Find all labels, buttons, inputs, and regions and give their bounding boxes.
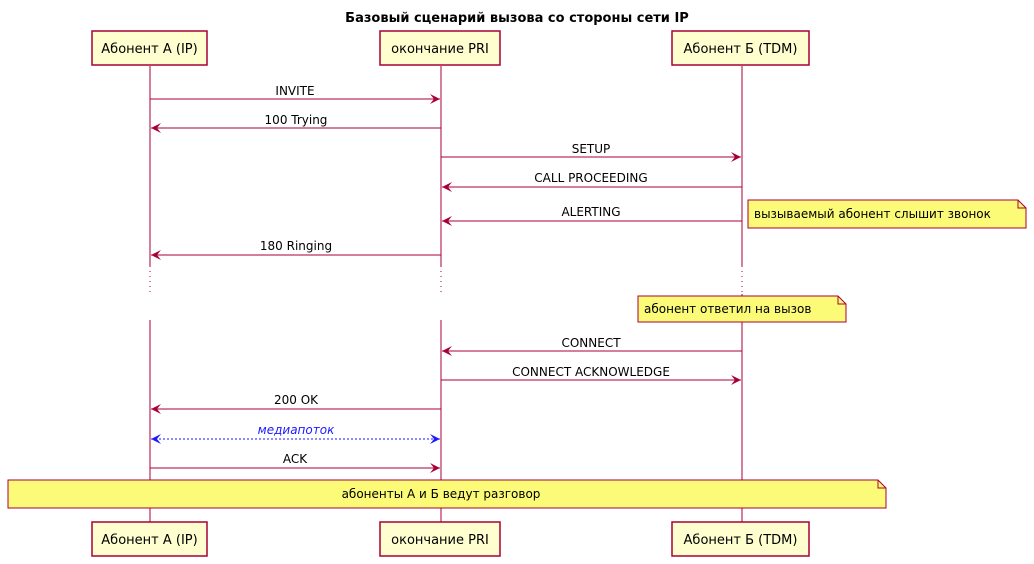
message-media-stream-label: медиапоток (258, 423, 335, 437)
message-100-trying-label: 100 Trying (265, 113, 328, 127)
message-100-trying: 100 Trying (151, 113, 441, 133)
message-connect-acknowledge: CONNECT ACKNOWLEDGE (441, 365, 741, 385)
message-200-ok-label: 200 OK (274, 393, 319, 407)
actor-a-bottom: Абонент А (IP) (91, 521, 208, 557)
message-connect-label: CONNECT (561, 336, 621, 350)
actor-a-top: Абонент А (IP) (91, 30, 208, 66)
message-invite: INVITE (150, 84, 440, 104)
actor-pri-bottom: окончание PRI (379, 521, 501, 557)
message-call-proceeding-label: CALL PROCEEDING (534, 171, 647, 185)
message-ack: ACK (150, 452, 440, 473)
note-callee-answered-label: абонент ответил на вызов (644, 302, 811, 316)
message-media-stream: медиапоток (151, 423, 440, 444)
diagram-title: Базовый сценарий вызова со стороны сети … (345, 11, 689, 26)
lifelines (149, 66, 743, 522)
actor-pri-bottom-label: окончание PRI (391, 533, 489, 548)
message-connect: CONNECT (442, 336, 742, 356)
actor-pri-top-label: окончание PRI (391, 42, 489, 57)
message-180-ringing-label: 180 Ringing (260, 239, 332, 253)
message-call-proceeding: CALL PROCEEDING (442, 171, 742, 192)
note-callee-hears-ring: вызываемый абонент слышит звонок (747, 199, 1027, 229)
message-200-ok: 200 OK (151, 393, 441, 414)
message-180-ringing: 180 Ringing (151, 239, 441, 260)
message-ack-label: ACK (283, 452, 308, 466)
actor-b-bottom: Абонент Б (TDM) (671, 521, 810, 557)
message-setup-label: SETUP (572, 142, 611, 156)
actor-a-top-label: Абонент А (IP) (101, 42, 197, 57)
message-connect-acknowledge-label: CONNECT ACKNOWLEDGE (512, 365, 670, 379)
actor-b-bottom-label: Абонент Б (TDM) (684, 533, 798, 548)
message-alerting: ALERTING (442, 205, 742, 226)
note-callee-answered: абонент ответил на вызов (637, 295, 847, 323)
note-conversation: абоненты А и Б ведут разговор (7, 479, 887, 509)
note-conversation-label: абоненты А и Б ведут разговор (342, 487, 541, 501)
actor-a-bottom-label: Абонент А (IP) (101, 533, 197, 548)
message-invite-label: INVITE (275, 84, 314, 98)
message-setup: SETUP (441, 142, 741, 162)
actor-pri-top: окончание PRI (379, 30, 501, 66)
note-callee-hears-ring-label: вызываемый абонент слышит звонок (754, 207, 991, 221)
actor-b-top: Абонент Б (TDM) (671, 30, 810, 66)
message-alerting-label: ALERTING (561, 205, 620, 219)
actor-b-top-label: Абонент Б (TDM) (684, 42, 798, 57)
